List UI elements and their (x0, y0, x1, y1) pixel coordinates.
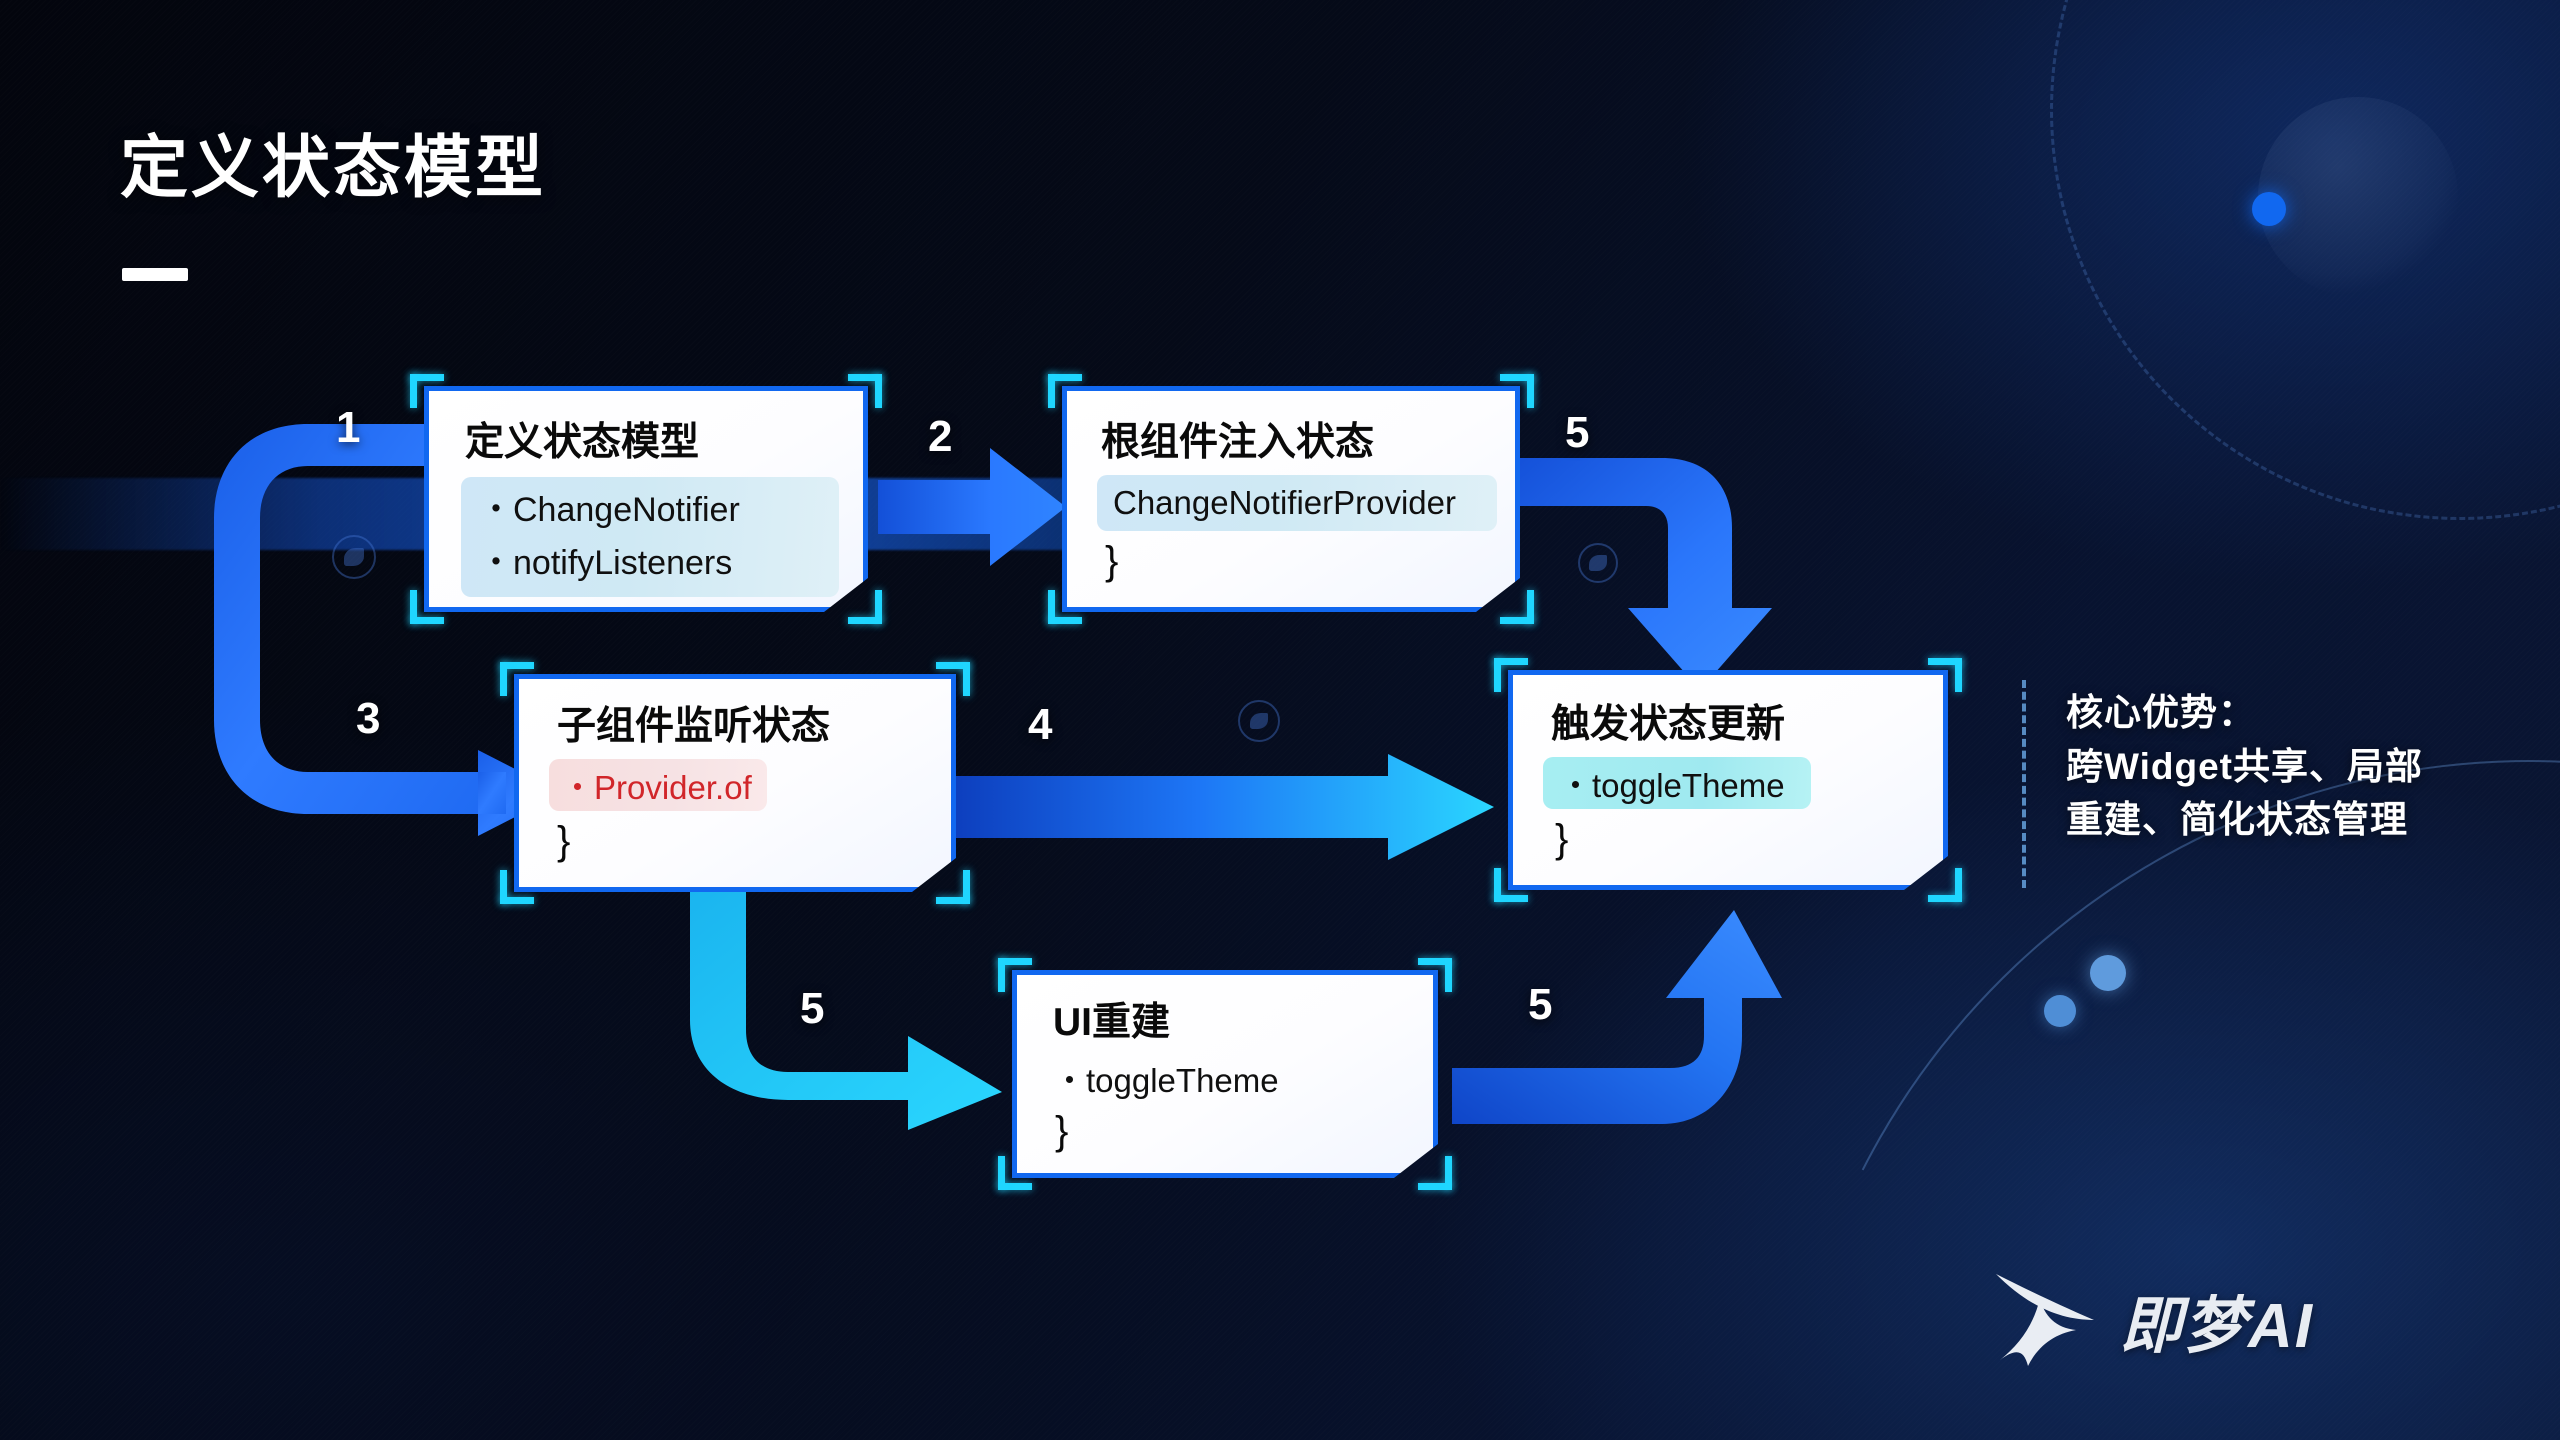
card-title: 根组件注入状态 (1101, 421, 1375, 464)
card-inject-state-root[interactable]: 根组件注入状态 ChangeNotifierProvider } (1062, 386, 1520, 612)
step-number-3: 3 (356, 694, 381, 743)
card-trigger-state-update[interactable]: 触发状态更新 ・toggleTheme } (1508, 670, 1948, 890)
card-chip: ChangeNotifierProvider (1097, 475, 1497, 531)
deco-dot-bottom-right-a (2044, 995, 2076, 1027)
deco-dashed-circle-top-right (2050, 0, 2560, 520)
card-closing-brace: } (1105, 539, 1119, 583)
card-chip-line: ・Provider.of (561, 769, 752, 806)
brand-logo-text: 即梦AI (2120, 1292, 2315, 1361)
arrow-step-5-rebuild-to-trigger (1452, 910, 1782, 1124)
step-number-4: 4 (1028, 700, 1053, 749)
card-child-listen-state[interactable]: 子组件监听状态 ・Provider.of } (514, 674, 956, 892)
card-title: UI重建 (1053, 1001, 1171, 1044)
note-line-1: 跨Widget共享、局部 (2066, 745, 2423, 787)
note-line-2: 重建、简化状态管理 (2066, 799, 2408, 841)
step-number-5-b: 5 (800, 984, 825, 1033)
card-chip: ・toggleTheme (1543, 757, 1811, 809)
card-chip: ・toggleTheme (1053, 1053, 1353, 1103)
deco-dot-top-right (2252, 192, 2286, 226)
step-number-5-c: 5 (1528, 980, 1553, 1029)
card-chip-line: ・toggleTheme (1053, 1062, 1279, 1099)
card-closing-brace: } (1555, 817, 1569, 861)
step-number-2: 2 (928, 412, 953, 461)
card-title: 触发状态更新 (1551, 703, 1786, 746)
note-divider (2022, 680, 2026, 888)
deco-dot-bottom-right-b (2090, 955, 2126, 991)
title-underline-rule (122, 268, 188, 281)
deco-soft-circle-top-right (2258, 97, 2458, 297)
card-chip-line: ・toggleTheme (1559, 767, 1785, 804)
watermark-icon-center (1238, 700, 1280, 742)
card-ui-rebuild[interactable]: UI重建 ・toggleTheme } (1012, 970, 1438, 1178)
card-chip-line: ・notifyListeners (479, 544, 733, 582)
arrow-step-5-inject-to-trigger (1510, 458, 1772, 690)
note-heading: 核心优势： (2066, 692, 2256, 733)
arrow-step-5-listen-to-rebuild (690, 880, 1002, 1130)
core-advantages-note: 核心优势： 跨Widget共享、局部 重建、简化状态管理 (2066, 686, 2496, 847)
card-title: 定义状态模型 (465, 421, 700, 464)
card-chip: ・ChangeNotifier ・notifyListeners (461, 477, 839, 597)
card-chip-line: ChangeNotifierProvider (1113, 484, 1457, 521)
card-define-state-model[interactable]: 定义状态模型 ・ChangeNotifier ・notifyListeners (424, 386, 868, 612)
step-number-5-a: 5 (1565, 408, 1590, 457)
arrow-step-2 (878, 448, 1066, 566)
spark-star-icon (1996, 1274, 2094, 1366)
card-chip: ・Provider.of (549, 759, 767, 811)
step-number-1: 1 (336, 403, 361, 452)
arrow-step-4 (956, 754, 1494, 860)
page-title: 定义状态模型 (120, 130, 547, 206)
brand-logo: 即梦AI (1990, 1268, 2314, 1372)
deco-arc-top-right (1878, 0, 2560, 752)
card-title: 子组件监听状态 (557, 705, 831, 748)
card-closing-brace: } (1055, 1109, 1069, 1153)
watermark-icon-upper-right (1578, 543, 1618, 583)
card-closing-brace: } (557, 819, 571, 863)
watermark-icon-left (332, 535, 376, 579)
card-chip-line: ・ChangeNotifier (479, 491, 740, 530)
